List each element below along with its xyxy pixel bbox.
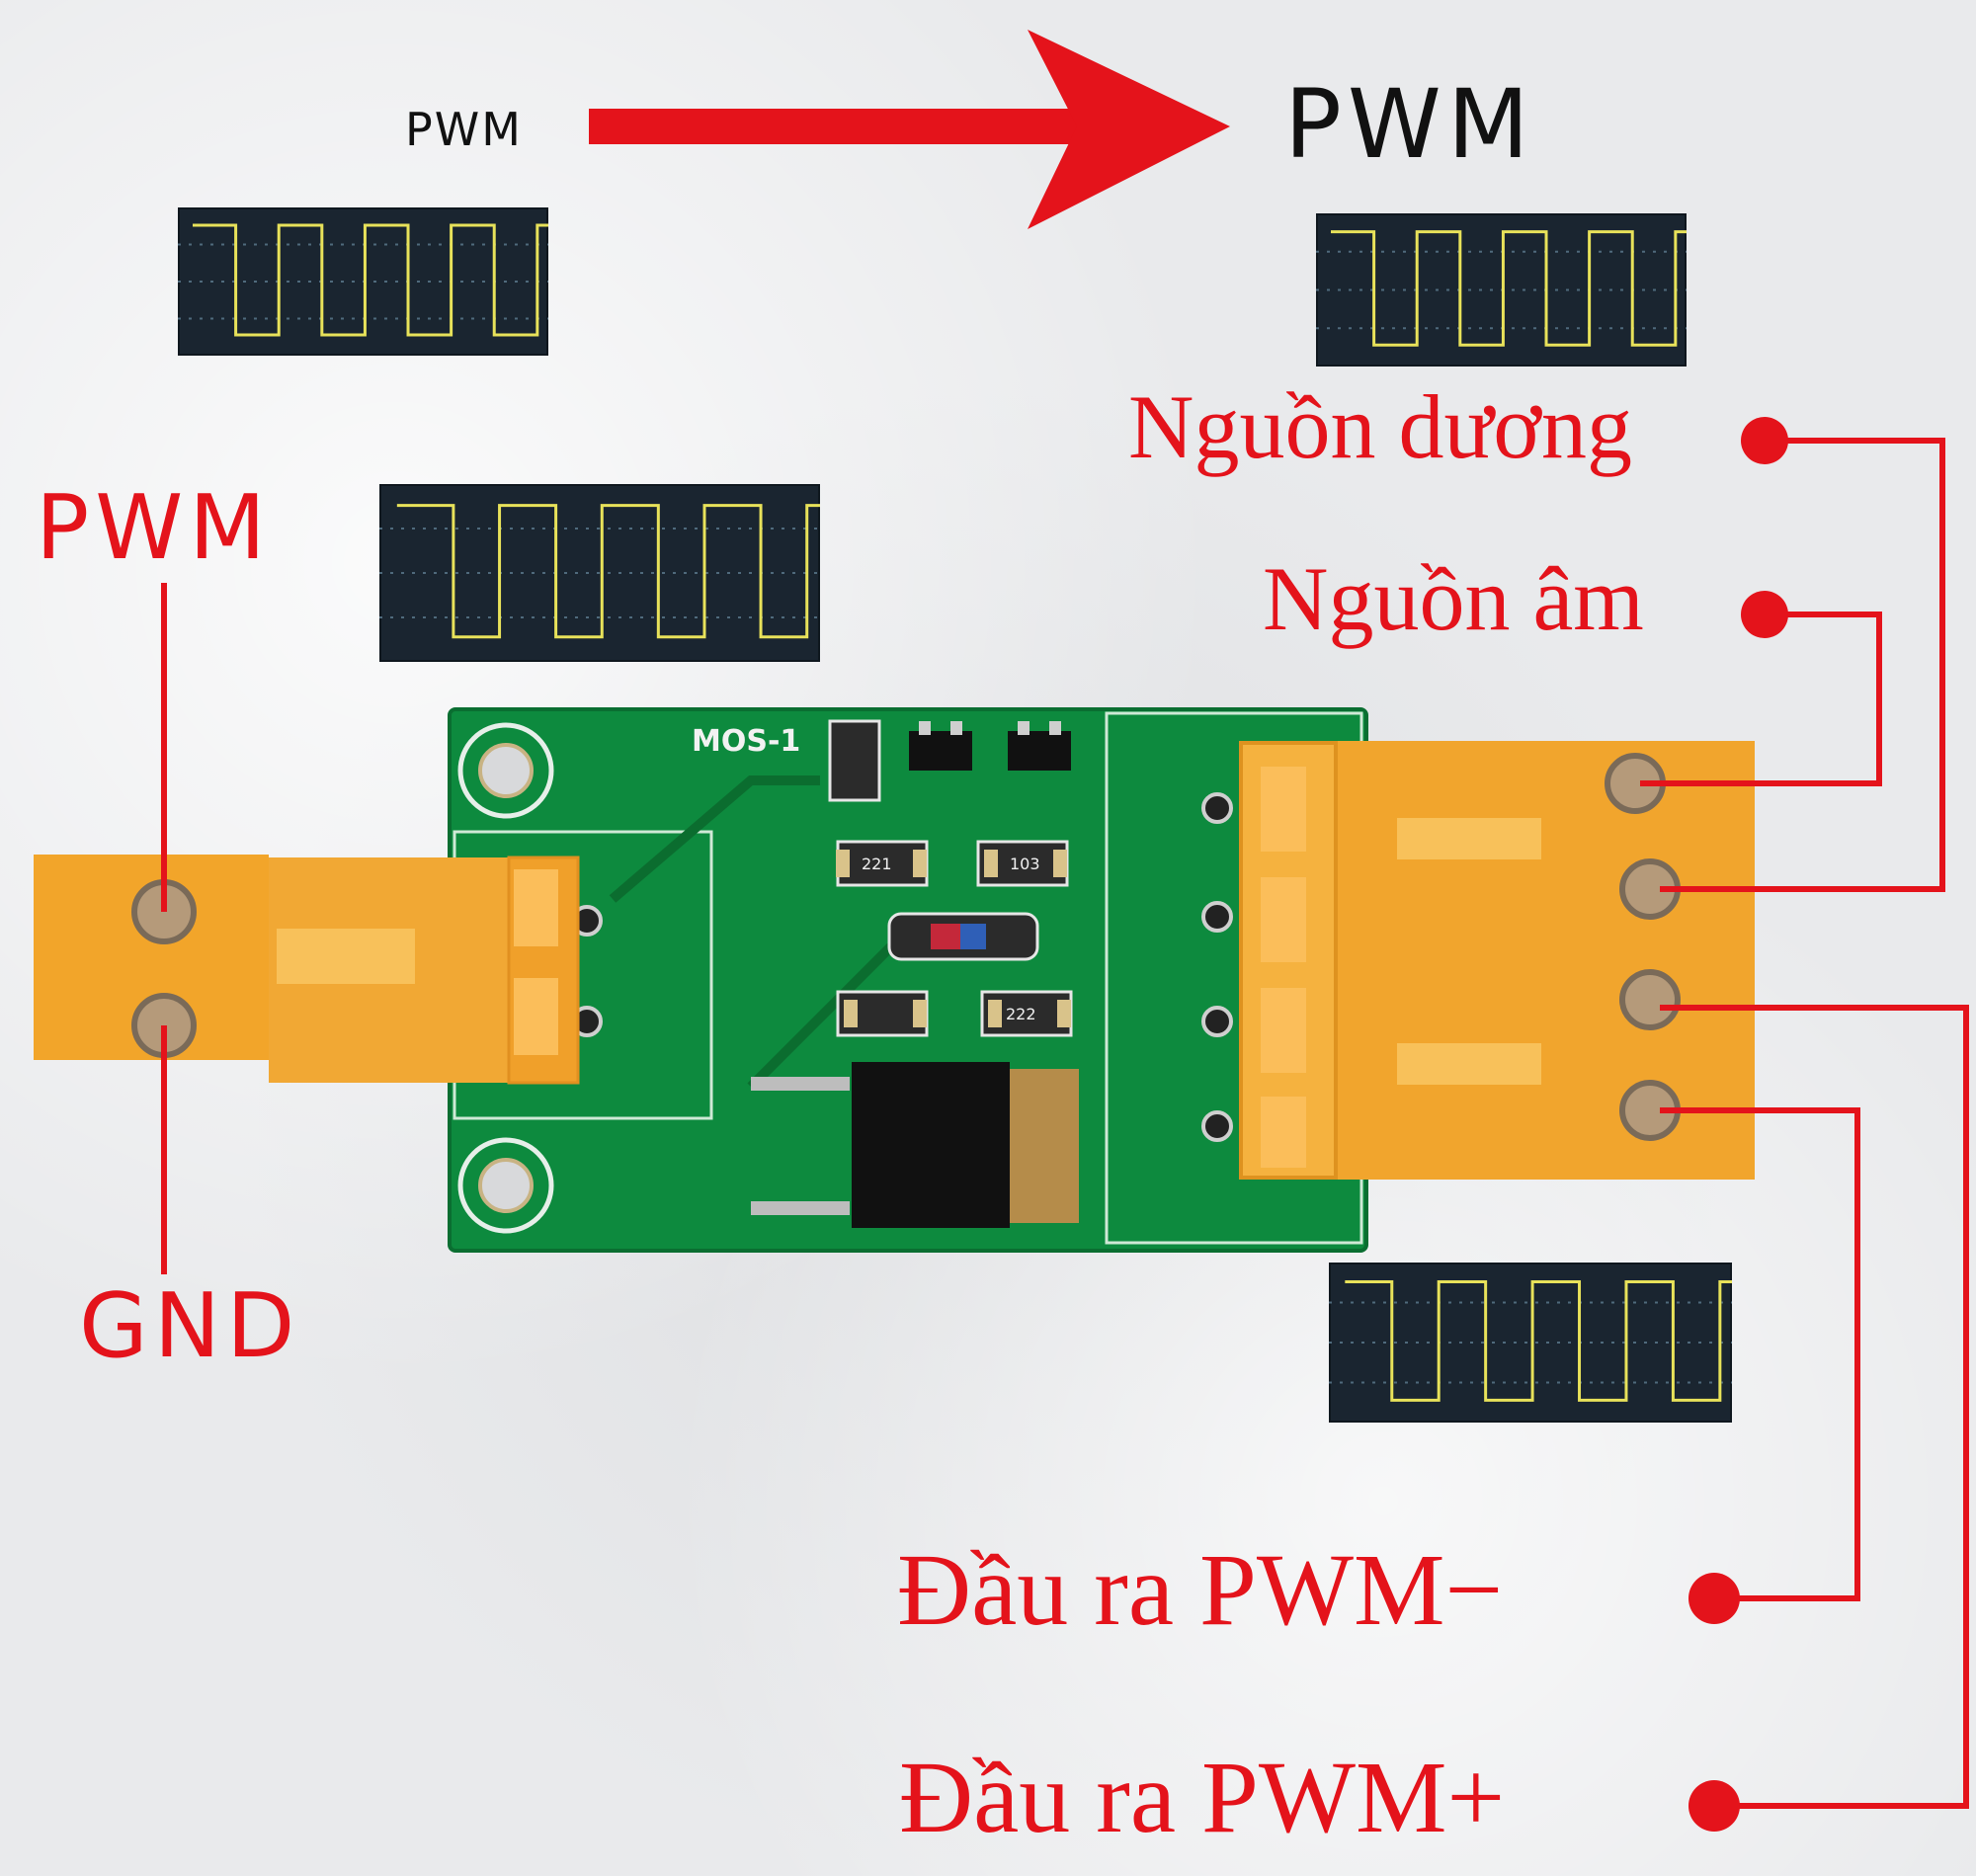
square-wave-trace	[1316, 230, 1687, 347]
square-wave-trace	[379, 504, 820, 639]
pwm-small-label: PWM	[405, 103, 523, 156]
pwm-input-label: PWM	[36, 476, 272, 580]
pwm-large-label: PWM	[1284, 69, 1535, 180]
svg-text:221: 221	[862, 855, 892, 873]
scope-output-top	[1316, 213, 1687, 367]
nguon-duong-label: Nguồn dương	[1128, 376, 1632, 477]
board-model-text: MOS-1	[692, 724, 800, 759]
square-wave-trace	[178, 223, 548, 337]
input-terminal-block	[34, 855, 580, 1085]
output-terminal-block	[1239, 741, 1755, 1180]
scope-input-mid	[379, 484, 820, 662]
svg-text:103: 103	[1010, 855, 1040, 873]
dau-ra-minus-label: Đầu ra PWM−	[897, 1533, 1504, 1647]
gnd-label: GND	[79, 1274, 301, 1378]
dau-ra-plus-label: Đầu ra PWM+	[899, 1741, 1506, 1854]
scope-input-top	[178, 207, 548, 356]
svg-text:222: 222	[1006, 1005, 1036, 1023]
square-wave-trace	[1329, 1279, 1732, 1402]
scope-output-bottom	[1329, 1263, 1732, 1423]
nguon-am-label: Nguồn âm	[1263, 548, 1644, 649]
